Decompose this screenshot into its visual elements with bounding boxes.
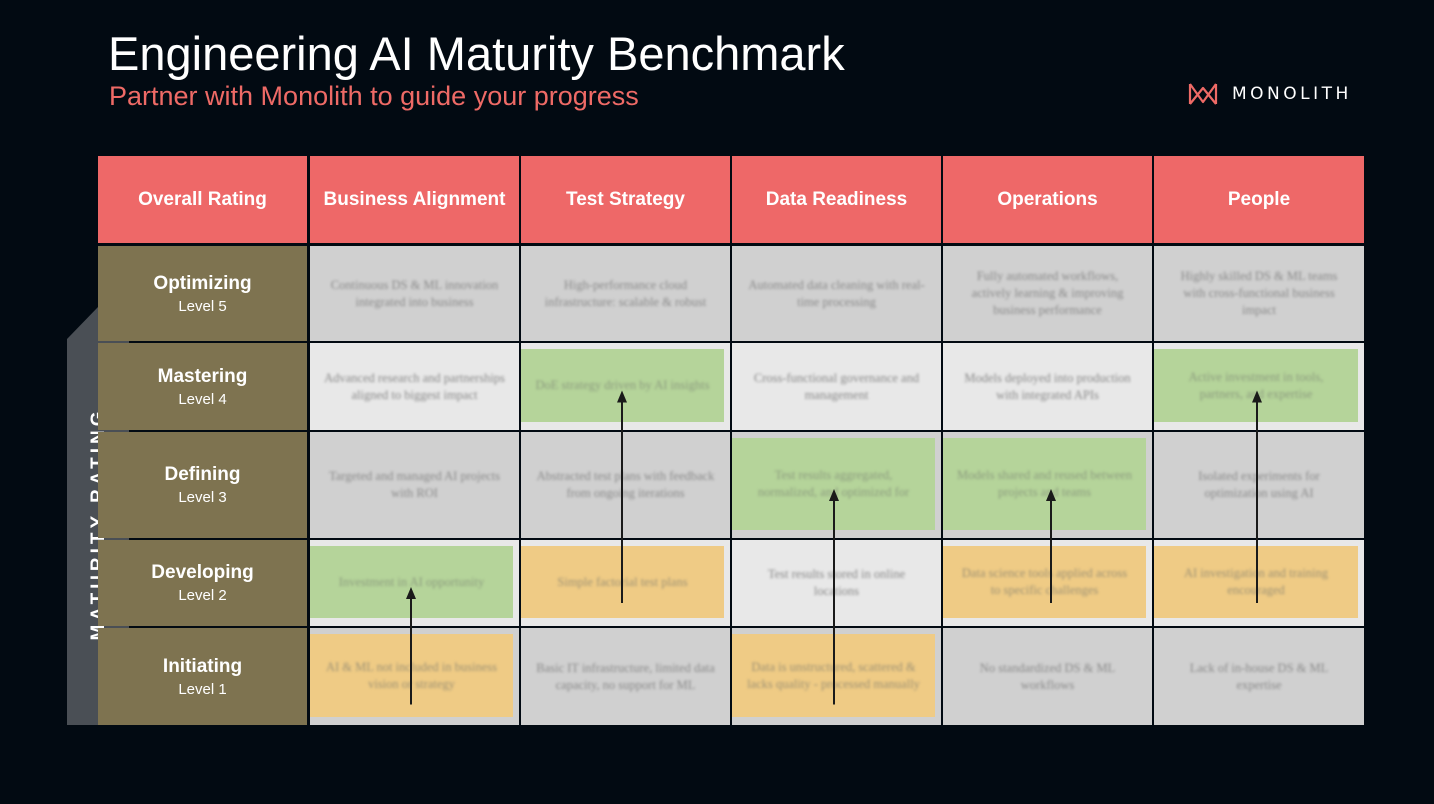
benchmark-cell: Abstracted test plans with feedback from… [521, 432, 730, 538]
benchmark-cell: Active investment in tools, partners, an… [1154, 343, 1364, 430]
level-number: Level 5 [178, 297, 227, 315]
cell-text: DoE strategy driven by AI insights [535, 378, 710, 393]
cell-text: Lack of in-house DS & ML expertise [1189, 660, 1329, 692]
benchmark-cell: Continuous DS & ML innovation integrated… [310, 246, 519, 341]
page-subtitle: Partner with Monolith to guide your prog… [109, 81, 639, 111]
benchmark-cell: DoE strategy driven by AI insights [521, 343, 730, 430]
cell-text: Automated data cleaning with real-time p… [748, 277, 925, 309]
benchmark-cell: Simple factorial test plans [521, 540, 730, 626]
column-header: Test Strategy [521, 156, 730, 243]
level-number: Level 2 [178, 587, 227, 604]
cell-text: No standardized DS & ML workflows [979, 660, 1116, 692]
benchmark-cell: AI investigation and training encouraged [1154, 540, 1364, 626]
benchmark-cell: Models shared and reused between project… [943, 432, 1152, 538]
brand-name: MONOLITH [1232, 84, 1352, 104]
column-header: People [1154, 156, 1364, 243]
benchmark-cell: Test results aggregated, normalized, and… [732, 432, 941, 538]
current-highlight: Data is unstructured, scattered & lacks … [732, 634, 935, 717]
monolith-logo-icon [1188, 82, 1218, 106]
brand-logo: MONOLITH [1188, 82, 1352, 106]
cell-text: Advanced research and partnerships align… [324, 370, 505, 402]
benchmark-cell: Automated data cleaning with real-time p… [732, 246, 941, 341]
cell-text: AI & ML not included in business vision … [325, 659, 498, 691]
benchmark-cell: Cross-functional governance and manageme… [732, 343, 941, 430]
cell-text: Simple factorial test plans [557, 574, 688, 589]
target-highlight: Active investment in tools, partners, an… [1154, 349, 1358, 422]
level-name: Optimizing [153, 272, 252, 294]
cell-text: Fully automated workflows, actively lear… [971, 269, 1124, 317]
cell-text: Data is unstructured, scattered & lacks … [747, 659, 920, 691]
benchmark-cell: Data science tools applied across to spe… [943, 540, 1152, 626]
benchmark-cell: Basic IT infrastructure, limited data ca… [521, 628, 730, 725]
level-number: Level 1 [178, 680, 227, 698]
benchmark-cell: Data is unstructured, scattered & lacks … [732, 628, 941, 725]
current-highlight: AI investigation and training encouraged [1154, 546, 1358, 618]
benchmark-cell: Models deployed into production with int… [943, 343, 1152, 430]
cell-text: AI investigation and training encouraged [1183, 566, 1329, 597]
benchmark-cell: Investment in AI opportunity [310, 540, 519, 626]
column-header: Operations [943, 156, 1152, 243]
benchmark-cell: Advanced research and partnerships align… [310, 343, 519, 430]
target-highlight: Models shared and reused between project… [943, 438, 1146, 530]
cell-text: Isolated experiments for optimization us… [1198, 469, 1320, 500]
cell-text: Highly skilled DS & ML teams with cross-… [1180, 269, 1338, 317]
target-highlight: Test results aggregated, normalized, and… [732, 438, 935, 530]
cell-text: Models shared and reused between project… [957, 468, 1132, 499]
column-header: Overall Rating [98, 156, 307, 243]
cell-text: Abstracted test plans with feedback from… [536, 469, 715, 500]
benchmark-cell: Fully automated workflows, actively lear… [943, 246, 1152, 341]
cell-text: Continuous DS & ML innovation integrated… [330, 277, 499, 309]
cell-text: Models deployed into production with int… [964, 370, 1131, 402]
cell-text: Investment in AI opportunity [338, 574, 485, 589]
benchmark-cell: High-performance cloud infrastructure: s… [521, 246, 730, 341]
current-highlight: Simple factorial test plans [521, 546, 724, 618]
cell-text: Test results stored in online locations [767, 567, 906, 598]
benchmark-cell: Test results stored in online locations [732, 540, 941, 626]
benchmark-cell: Highly skilled DS & ML teams with cross-… [1154, 246, 1364, 341]
cell-text: Targeted and managed AI projects with RO… [328, 469, 501, 500]
cell-text: Cross-functional governance and manageme… [753, 370, 920, 402]
benchmark-cell: No standardized DS & ML workflows [943, 628, 1152, 725]
benchmark-cell: Targeted and managed AI projects with RO… [310, 432, 519, 538]
level-name: Developing [151, 562, 254, 583]
page-title: Engineering AI Maturity Benchmark [108, 27, 845, 80]
cell-text: Test results aggregated, normalized, and… [757, 468, 910, 499]
level-name: Mastering [157, 365, 248, 387]
cell-text: High-performance cloud infrastructure: s… [544, 277, 707, 309]
target-highlight: DoE strategy driven by AI insights [521, 349, 724, 422]
level-name: Initiating [162, 655, 243, 677]
benchmark-cell: AI & ML not included in business vision … [310, 628, 519, 725]
benchmark-cell: Isolated experiments for optimization us… [1154, 432, 1364, 538]
level-number: Level 4 [178, 390, 227, 408]
cell-text: Active investment in tools, partners, an… [1188, 369, 1324, 401]
level-name: Defining [164, 464, 241, 485]
column-header: Business Alignment [310, 156, 519, 243]
benchmark-cell: Lack of in-house DS & ML expertise [1154, 628, 1364, 725]
target-highlight: Investment in AI opportunity [310, 546, 513, 618]
cell-text: Basic IT infrastructure, limited data ca… [536, 660, 715, 692]
current-highlight: Data science tools applied across to spe… [943, 546, 1146, 618]
current-highlight: AI & ML not included in business vision … [310, 634, 513, 717]
level-number: Level 3 [178, 489, 227, 506]
cell-text: Data science tools applied across to spe… [961, 566, 1128, 597]
column-header: Data Readiness [732, 156, 941, 243]
